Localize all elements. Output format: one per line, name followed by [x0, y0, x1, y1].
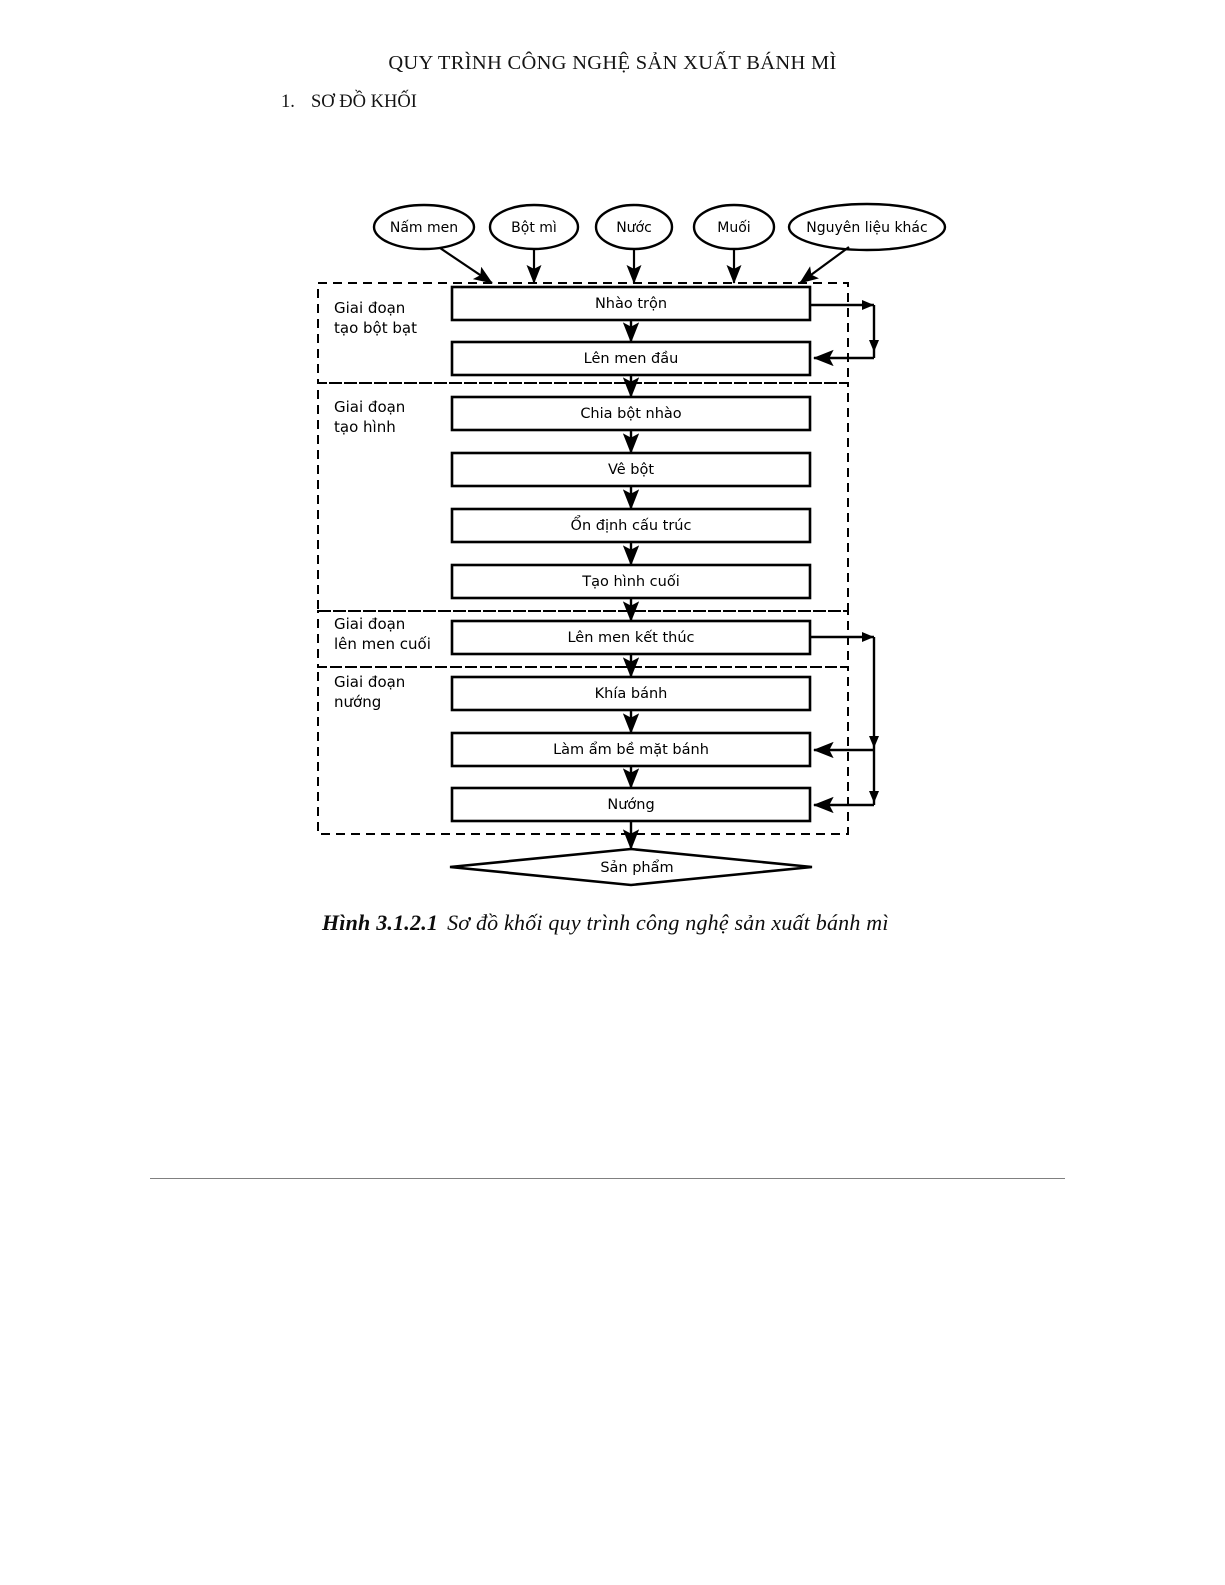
figure-number: Hình 3.1.2.1 [322, 910, 439, 935]
box-shape [450, 786, 812, 823]
output-node-san-pham: Sản phẩm [449, 847, 813, 887]
output-label: Sản phẩm [600, 859, 673, 876]
input-node-nam-men: Nấm men [372, 203, 476, 251]
stage-label-line1: Giai đoạn [334, 299, 405, 317]
input-label: Nguyên liệu khác [806, 220, 927, 236]
process-node-tao-hinh-cuoi: Tạo hình cuối [450, 563, 812, 600]
input-node-nuoc: Nước [594, 203, 674, 251]
block-flowchart: Giai đoạn tạo bột bạt Giai đoạn tạo hình… [317, 202, 947, 887]
feedback-loop-lower [810, 632, 879, 814]
input-arrows [439, 246, 850, 284]
arrow-nguyen-lieu-khac-to-nhao-tron [799, 246, 850, 284]
process-label: Lên men đầu [584, 351, 679, 367]
process-node-lam-am-be-mat-banh: Làm ẩm bề mặt bánh [450, 731, 812, 768]
section-title: SƠ ĐỒ KHỐI [311, 92, 417, 112]
feedback-arrowhead-right [862, 300, 874, 310]
stage-label-line1: Giai đoạn [334, 673, 405, 691]
stage-group-nuong: Giai đoạn nướng [317, 666, 849, 835]
input-label: Bột mì [511, 220, 557, 236]
input-node-bot-mi: Bột mì [488, 203, 580, 251]
stage-label-line2: lên men cuối [334, 635, 431, 653]
process-label: Nướng [607, 797, 654, 813]
stage-boundary [317, 382, 849, 612]
input-label: Nước [616, 220, 652, 236]
process-label: Nhào trộn [595, 296, 667, 312]
stage-boundary [317, 666, 849, 835]
feedback-arrowhead-down-1 [869, 736, 879, 748]
process-node-chia-bot-nhao: Chia bột nhào [450, 395, 812, 432]
box-shape [450, 395, 812, 432]
stage-label-line2: tạo hình [334, 418, 396, 436]
process-node-ve-bot: Vê bột [450, 451, 812, 488]
ellipse-shape [372, 203, 476, 251]
input-node-muoi: Muối [692, 203, 776, 251]
feedback-arrowhead-down-2 [869, 791, 879, 803]
footer-divider [150, 1178, 1065, 1179]
figure-caption-text: Sơ đồ khối quy trình công nghệ sản xuất … [447, 910, 889, 935]
process-node-nhao-tron: Nhào trộn [450, 285, 812, 322]
process-label: Vê bột [608, 462, 654, 478]
stage-label-line1: Giai đoạn [334, 398, 405, 416]
process-label: Khía bánh [595, 686, 668, 702]
input-node-nguyen-lieu-khac: Nguyên liệu khác [787, 202, 947, 252]
section-number: 1. [281, 92, 295, 112]
box-shape [450, 285, 812, 322]
stage-label-line1: Giai đoạn [334, 615, 405, 633]
process-node-nuong: Nướng [450, 786, 812, 823]
process-label: Ổn định cấu trúc [571, 515, 692, 534]
input-label: Muối [717, 219, 750, 236]
process-label: Làm ẩm bề mặt bánh [553, 741, 709, 758]
stage-group-tao-hinh: Giai đoạn tạo hình [317, 382, 849, 612]
process-node-len-men-ket-thuc: Lên men kết thúc [450, 619, 812, 656]
stage-boundary [317, 610, 849, 668]
process-label: Lên men kết thúc [567, 629, 694, 646]
feedback-arrowhead-right [862, 632, 874, 642]
process-node-khia-banh: Khía bánh [450, 675, 812, 712]
arrow-nam-men-to-nhao-tron [439, 247, 493, 284]
feedback-arrowhead-down [869, 340, 879, 352]
process-label: Tạo hình cuối [581, 573, 680, 590]
stage-group-len-men-cuoi: Giai đoạn lên men cuối [317, 610, 849, 668]
stage-group-tao-bot-bat: Giai đoạn tạo bột bạt [317, 282, 849, 384]
section-heading: 1. SƠ ĐỒ KHỐI [281, 92, 417, 113]
figure-caption: Hình 3.1.2.1 Sơ đồ khối quy trình công ng… [322, 910, 889, 936]
process-node-on-dinh-cau-truc: Ổn định cấu trúc [450, 507, 812, 544]
stage-label-line2: nướng [334, 693, 381, 711]
input-label: Nấm men [390, 220, 458, 236]
diamond-shape [449, 847, 813, 887]
ellipse-shape [787, 202, 947, 252]
stage-label-line2: tạo bột bạt [334, 319, 417, 337]
feedback-loop-upper [810, 300, 879, 367]
page-title: QUY TRÌNH CÔNG NGHỆ SẢN XUẤT BÁNH MÌ [388, 52, 837, 74]
process-label: Chia bột nhào [580, 406, 681, 422]
process-node-len-men-dau: Lên men đầu [450, 340, 812, 377]
